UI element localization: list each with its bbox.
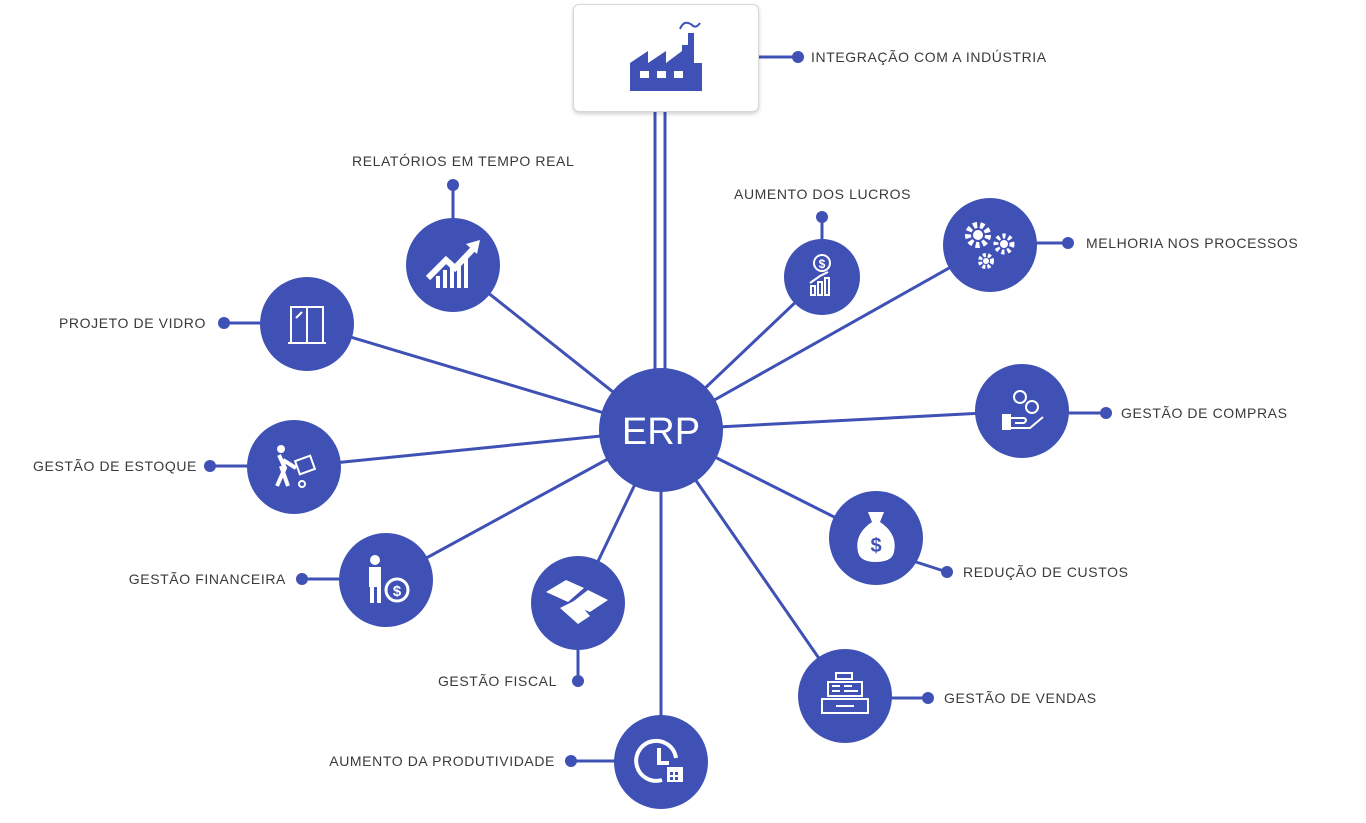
window-door-icon xyxy=(288,306,326,344)
dot-vendas xyxy=(922,692,934,704)
svg-text:$: $ xyxy=(819,257,826,271)
label-fiscal: GESTÃO FISCAL xyxy=(437,673,557,689)
leader-dots xyxy=(204,51,1112,767)
label-lucros: AUMENTO DOS LUCROS xyxy=(734,186,912,202)
dot-lucros xyxy=(816,211,828,223)
dot-financeira xyxy=(296,573,308,585)
dot-custos xyxy=(941,566,953,578)
factory-icon xyxy=(630,21,702,91)
factory-card[interactable] xyxy=(573,4,759,112)
label-custos: REDUÇÃO DE CUSTOS xyxy=(963,564,1129,580)
dot-fiscal xyxy=(572,675,584,687)
center-label: ERP xyxy=(622,411,700,453)
dot-estoque xyxy=(204,460,216,472)
hand-truck-icon xyxy=(275,445,317,488)
node-processos[interactable] xyxy=(943,198,1037,292)
dot-compras xyxy=(1100,407,1112,419)
money-bag-icon: $ xyxy=(857,512,895,562)
label-relatorios: RELATÓRIOS EM TEMPO REAL xyxy=(352,153,575,169)
businessman-dollar-icon: $ xyxy=(369,555,410,603)
cash-register-icon xyxy=(821,672,869,714)
label-integracao: INTEGRAÇÃO COM A INDÚSTRIA xyxy=(811,49,1047,65)
svg-text:$: $ xyxy=(393,583,402,600)
center-node[interactable]: ERP xyxy=(599,368,723,492)
label-produtividade: AUMENTO DA PRODUTIVIDADE xyxy=(329,753,555,769)
label-vidro: PROJETO DE VIDRO xyxy=(58,315,206,331)
dot-integracao xyxy=(792,51,804,63)
spoke-processos xyxy=(660,243,991,432)
growth-chart-icon xyxy=(425,240,480,288)
dot-relatorios xyxy=(447,179,459,191)
gears-icon xyxy=(965,222,1015,269)
dot-produtividade xyxy=(565,755,577,767)
node-compras[interactable] xyxy=(975,364,1069,458)
dot-vidro xyxy=(218,317,230,329)
label-processos: MELHORIA NOS PROCESSOS xyxy=(1086,235,1299,251)
label-estoque: GESTÃO DE ESTOQUE xyxy=(33,458,197,474)
hand-coins-icon xyxy=(1002,390,1044,430)
node-lucros[interactable] xyxy=(784,239,860,315)
svg-text:$: $ xyxy=(870,535,881,557)
profit-chart-icon: $ xyxy=(809,254,831,296)
receita-federal-icon xyxy=(546,580,608,624)
label-compras: GESTÃO DE COMPRAS xyxy=(1121,405,1288,421)
label-financeira: GESTÃO FINANCEIRA xyxy=(128,571,286,587)
dot-processos xyxy=(1062,237,1074,249)
node-financeira[interactable] xyxy=(339,533,433,627)
clock-calendar-icon xyxy=(634,738,683,783)
label-vendas: GESTÃO DE VENDAS xyxy=(944,690,1097,706)
